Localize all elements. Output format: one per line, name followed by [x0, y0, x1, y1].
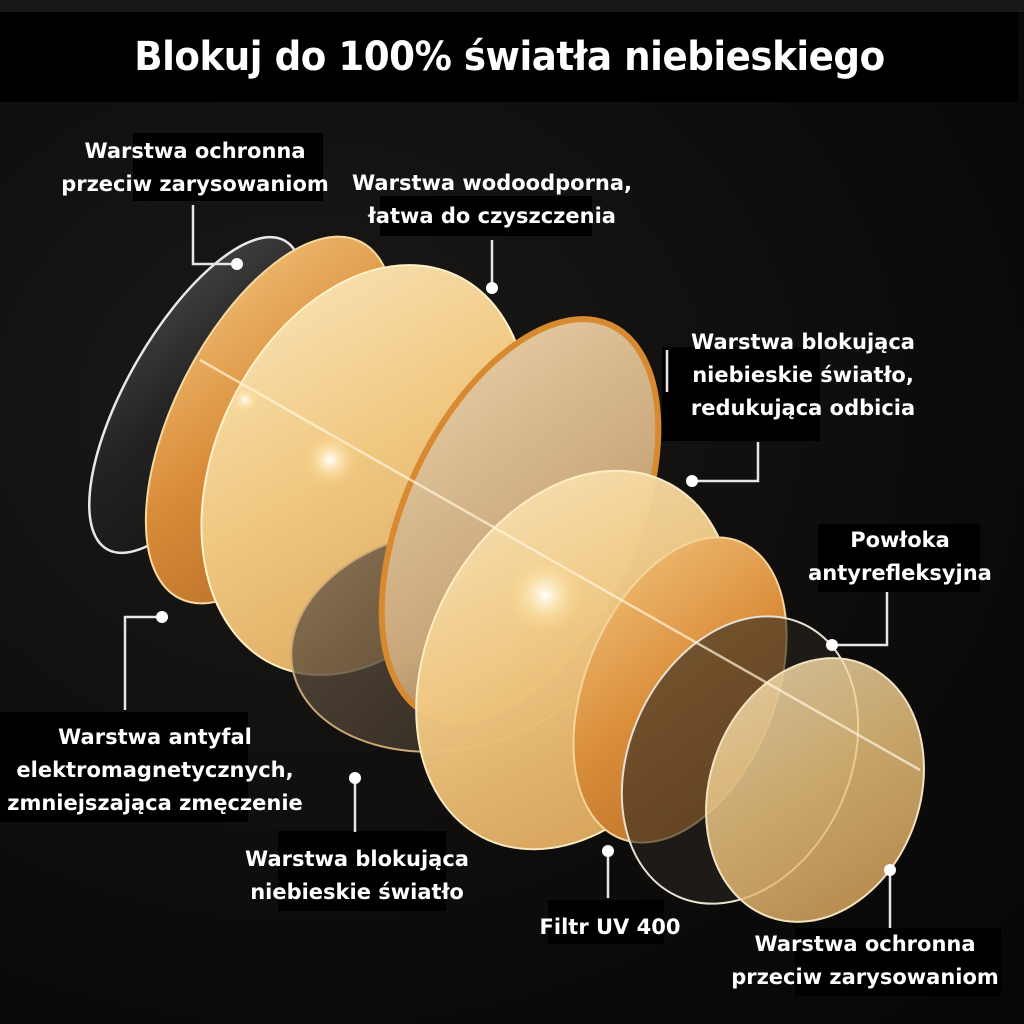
callout-dot-icon — [884, 864, 896, 876]
callout-dot-icon — [826, 639, 838, 651]
label-emf-layer: Warstwa antyfal elektromagnetycznych, zm… — [7, 725, 303, 815]
label-backdrop — [133, 133, 323, 201]
label-backdrop — [548, 900, 664, 944]
callout-dot-icon — [156, 611, 168, 623]
top-strip — [0, 0, 1024, 12]
label-backdrop — [795, 928, 1001, 996]
label-antireflective-coating: Powłoka antyrefleksyjna — [808, 528, 992, 585]
callout-dots — [156, 258, 896, 876]
label-backdrop — [818, 524, 980, 592]
label-uv-filter: Filtr UV 400 — [539, 915, 681, 939]
callout-dot-icon — [686, 475, 698, 487]
label-backdrop — [662, 347, 820, 441]
callout-dot-icon — [349, 772, 361, 784]
label-waterproof-layer: Warstwa wodoodporna, łatwa do czyszczeni… — [352, 171, 633, 228]
lens-scratch-layer-bottom — [705, 657, 925, 923]
label-backdrop — [380, 196, 592, 236]
label-scratch-layer-bottom: Warstwa ochronna przeciw zarysowaniom — [731, 932, 999, 989]
label-blue-block-antireflection: Warstwa blokująca niebieskie światło, re… — [690, 330, 916, 420]
callout-dot-icon — [486, 282, 498, 294]
title-bar: Blokuj do 100% światła niebieskiego — [0, 12, 1018, 102]
light-flare-icon — [231, 386, 259, 414]
callout-dot-icon — [602, 845, 614, 857]
callout-dot-icon — [231, 258, 243, 270]
label-blue-block-layer: Warstwa blokująca niebieskie światło — [245, 847, 469, 904]
label-backdrop — [278, 831, 446, 911]
label-scratch-layer-top: Warstwa ochronna przeciw zarysowaniom — [61, 139, 329, 196]
page-title: Blokuj do 100% światła niebieskiego — [133, 34, 885, 80]
light-flare-icon — [505, 555, 585, 635]
light-flare-icon — [302, 432, 358, 488]
label-backdrop — [0, 712, 248, 822]
connector-lines — [123, 205, 892, 928]
